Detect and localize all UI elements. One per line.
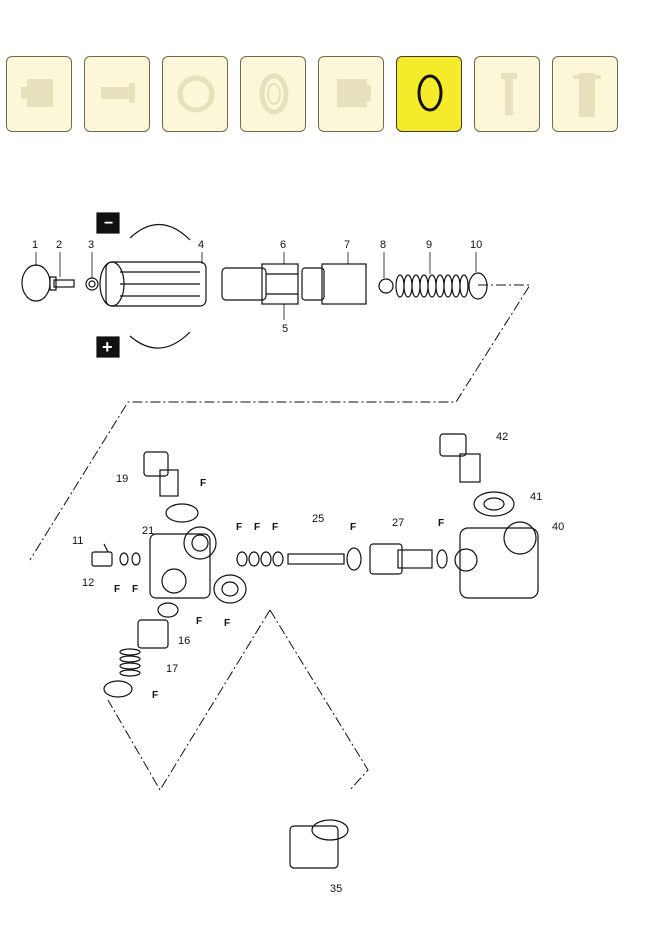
tab-c[interactable]: C — [162, 56, 228, 132]
o-ring-icon — [417, 74, 443, 112]
callout-12: 12 — [82, 577, 94, 589]
callout-42: 42 — [496, 431, 508, 443]
f-marker: F — [272, 522, 278, 533]
part-21-body — [149, 526, 217, 599]
part-25-piston — [287, 553, 345, 565]
part-f-seal-17 — [103, 680, 133, 698]
plus-sign: + — [102, 337, 113, 357]
f-marker: F — [236, 522, 242, 533]
part-2-screw — [49, 276, 75, 291]
f-marker: F — [114, 584, 120, 595]
f-marker: F — [196, 616, 202, 627]
callout-40: 40 — [552, 521, 564, 533]
part-9-spring — [395, 274, 469, 298]
callout-leaders — [35, 252, 477, 320]
callout-2: 2 — [56, 239, 62, 251]
callout-17: 17 — [166, 663, 178, 675]
part-42-banjo-bolt — [439, 433, 481, 483]
f-marker: F — [254, 522, 260, 533]
part-11-12-plug — [91, 543, 113, 567]
callout-27: 27 — [392, 517, 404, 529]
callout-16: 16 — [178, 635, 190, 647]
part-17-spring — [119, 648, 141, 677]
seal-f-markers: F F F F F F F F F F F — [114, 478, 444, 701]
tab-h-letter: H — [553, 113, 557, 127]
callout-4: 4 — [198, 239, 204, 251]
part-7-adjuster — [301, 263, 367, 305]
f-marker: F — [132, 584, 138, 595]
tab-c-letter: C — [163, 113, 167, 127]
f-marker: F — [152, 690, 158, 701]
f-marker: F — [350, 522, 356, 533]
tab-d-letter: D — [241, 113, 245, 127]
callout-7: 7 — [344, 239, 350, 251]
filter-icon — [573, 73, 601, 117]
tab-a-letter: A — [7, 113, 11, 127]
part-1-cap — [21, 264, 51, 302]
part-40-tee — [454, 521, 539, 599]
part-f-seal-16 — [157, 602, 179, 618]
callout-11: 11 — [72, 535, 83, 547]
tab-b-letter: B — [85, 113, 89, 127]
callout-41: 41 — [530, 491, 542, 503]
connection-lines — [29, 284, 531, 791]
part-5-6-sleeve — [221, 263, 299, 305]
f-marker: F — [224, 618, 230, 629]
callout-10: 10 — [470, 239, 482, 251]
callout-35: 35 — [330, 883, 342, 895]
ring-icon — [177, 75, 215, 113]
callout-8: 8 — [380, 239, 386, 251]
tab-e-letter: E — [319, 113, 323, 127]
callout-6: 6 — [280, 239, 286, 251]
callout-9: 9 — [426, 239, 432, 251]
adjust-signs: − + — [102, 215, 113, 357]
cartridge-icon — [101, 83, 135, 103]
adjust-arrows — [96, 212, 191, 358]
part-f-seal-19 — [165, 503, 199, 523]
callout-21: 21 — [142, 525, 154, 537]
part-35-fitting — [289, 819, 349, 869]
part-f-seal-27 — [436, 549, 448, 569]
callout-labels: 1 2 3 4 5 6 7 8 9 10 11 12 16 17 19 21 2… — [32, 239, 564, 895]
tab-a[interactable]: A — [6, 56, 72, 132]
part-16-plug — [137, 619, 169, 649]
part-f-seals-25 — [236, 551, 284, 567]
part-f-seal-25b — [346, 547, 362, 571]
callout-25: 25 — [312, 513, 324, 525]
part-8-ball — [378, 278, 394, 294]
part-41-washer — [473, 491, 515, 517]
callout-19: 19 — [116, 473, 128, 485]
tab-e[interactable]: E — [318, 56, 384, 132]
part-27-nipple — [369, 543, 433, 575]
callout-5: 5 — [282, 323, 288, 335]
part-10-disc — [468, 272, 488, 300]
callout-1: 1 — [32, 239, 38, 251]
part-f-seals-12 — [119, 552, 141, 566]
tab-f[interactable]: F — [396, 56, 462, 132]
part-19-banjo-bolt — [143, 451, 179, 497]
nozzle-icon — [21, 79, 53, 107]
tab-g[interactable]: G — [474, 56, 540, 132]
kit-tab-bar: A B C D E F G — [6, 56, 620, 134]
tab-g-letter: G — [475, 113, 479, 127]
seal-icon — [259, 73, 289, 115]
exploded-parts-diagram: 1 2 3 4 5 6 7 8 9 10 11 12 16 17 19 21 2… — [21, 212, 564, 895]
tab-d[interactable]: D — [240, 56, 306, 132]
minus-sign: − — [104, 215, 113, 232]
tab-b[interactable]: B — [84, 56, 150, 132]
part-4-knob — [99, 261, 207, 307]
valve-icon — [337, 79, 371, 107]
f-marker: F — [438, 518, 444, 529]
tab-h[interactable]: H — [552, 56, 618, 132]
tab-f-letter: F — [397, 113, 401, 127]
pin-icon — [501, 73, 517, 115]
callout-3: 3 — [88, 239, 94, 251]
part-f-seal-21 — [213, 574, 247, 604]
part-3-nut — [85, 277, 99, 291]
f-marker: F — [200, 478, 206, 489]
